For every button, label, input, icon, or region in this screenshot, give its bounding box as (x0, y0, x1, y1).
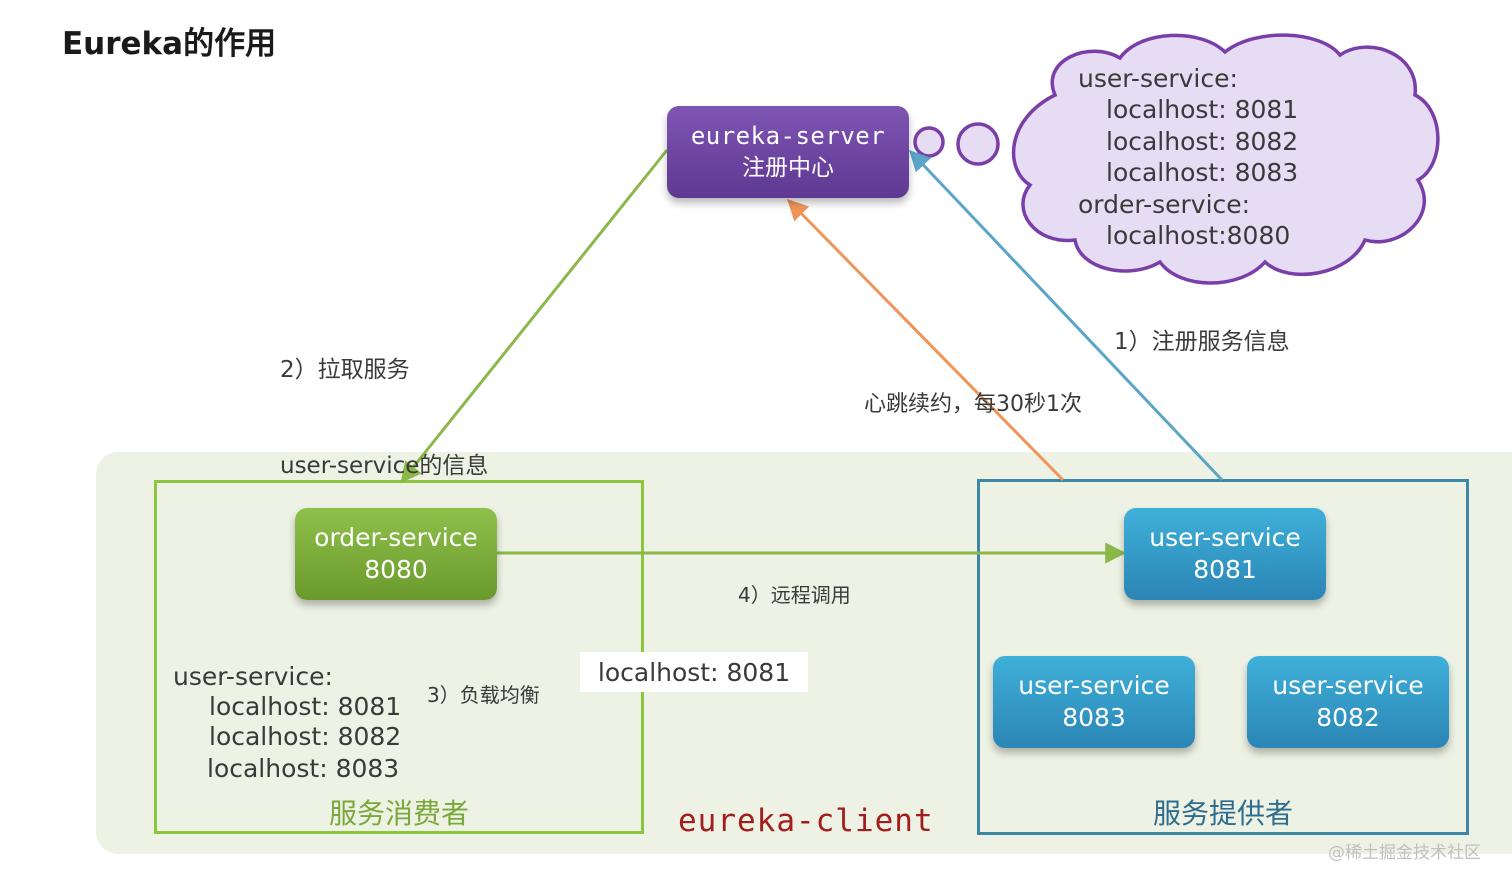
list-header: user-service: (173, 662, 333, 691)
register-label: 1）注册服务信息 (1114, 329, 1290, 355)
heartbeat-label: 心跳续约，每30秒1次 (864, 392, 1082, 417)
eureka-server-node[interactable]: eureka-server 注册中心 (667, 106, 909, 198)
cloud-line: user-service: (1078, 64, 1238, 93)
user-service-8081-node[interactable]: user-service 8081 (1124, 508, 1326, 600)
service-provider-box (977, 479, 1469, 835)
user-service-8083-node[interactable]: user-service 8083 (993, 656, 1195, 748)
node-name: user-service (1018, 671, 1170, 700)
consumer-title: 服务消费者 (328, 797, 469, 830)
watermark: @稀土掘金技术社区 (1328, 843, 1481, 863)
order-service-node[interactable]: order-service 8080 (295, 508, 497, 600)
cloud-line: localhost: 8081 (1106, 95, 1299, 125)
selected-instance-box: localhost: 8081 (580, 652, 808, 692)
cloud-line: localhost:8080 (1106, 220, 1291, 250)
thought-bubble-large (956, 122, 1000, 166)
pull-service-label: 2）拉取服务 user-service的信息 (280, 290, 488, 514)
load-balance-label: 3）负载均衡 (427, 683, 540, 707)
pull-label-line2: user-service的信息 (280, 453, 489, 479)
node-port: 8083 (1062, 703, 1126, 732)
node-name: order-service (314, 523, 478, 552)
eureka-client-label: eureka-client (678, 803, 934, 839)
node-port: 8080 (364, 555, 428, 584)
node-port: 8082 (1316, 703, 1380, 732)
page-title: Eureka的作用 (62, 26, 277, 62)
node-name: user-service (1272, 671, 1424, 700)
consumer-service-list: user-service: localhost: 8081 localhost:… (173, 662, 401, 784)
heartbeat-arrow (787, 199, 1065, 482)
cloud-line: localhost: 8082 (1106, 126, 1299, 156)
pull-service-arrow (400, 149, 669, 484)
cloud-line: order-service: (1078, 189, 1251, 219)
register-service-arrow (909, 149, 1224, 482)
registry-cloud-text: user-service: localhost: 8081 localhost:… (1078, 63, 1298, 251)
node-port: 8081 (1193, 555, 1257, 584)
node-name: user-service (1149, 523, 1301, 552)
user-service-8082-node[interactable]: user-service 8082 (1247, 656, 1449, 748)
remote-call-label: 4）远程调用 (738, 583, 851, 607)
list-item: localhost: 8081 (209, 692, 402, 721)
cloud-line: localhost: 8083 (1106, 158, 1299, 188)
thought-bubble-small (913, 126, 945, 158)
list-item: localhost: 8082 (209, 722, 402, 751)
list-item: localhost: 8083 (207, 754, 400, 783)
pull-label-line1: 2）拉取服务 (280, 357, 410, 383)
server-subtitle: 注册中心 (742, 155, 834, 181)
thought-cloud (1011, 33, 1440, 285)
provider-title: 服务提供者 (1152, 797, 1293, 830)
server-name: eureka-server (690, 122, 886, 150)
